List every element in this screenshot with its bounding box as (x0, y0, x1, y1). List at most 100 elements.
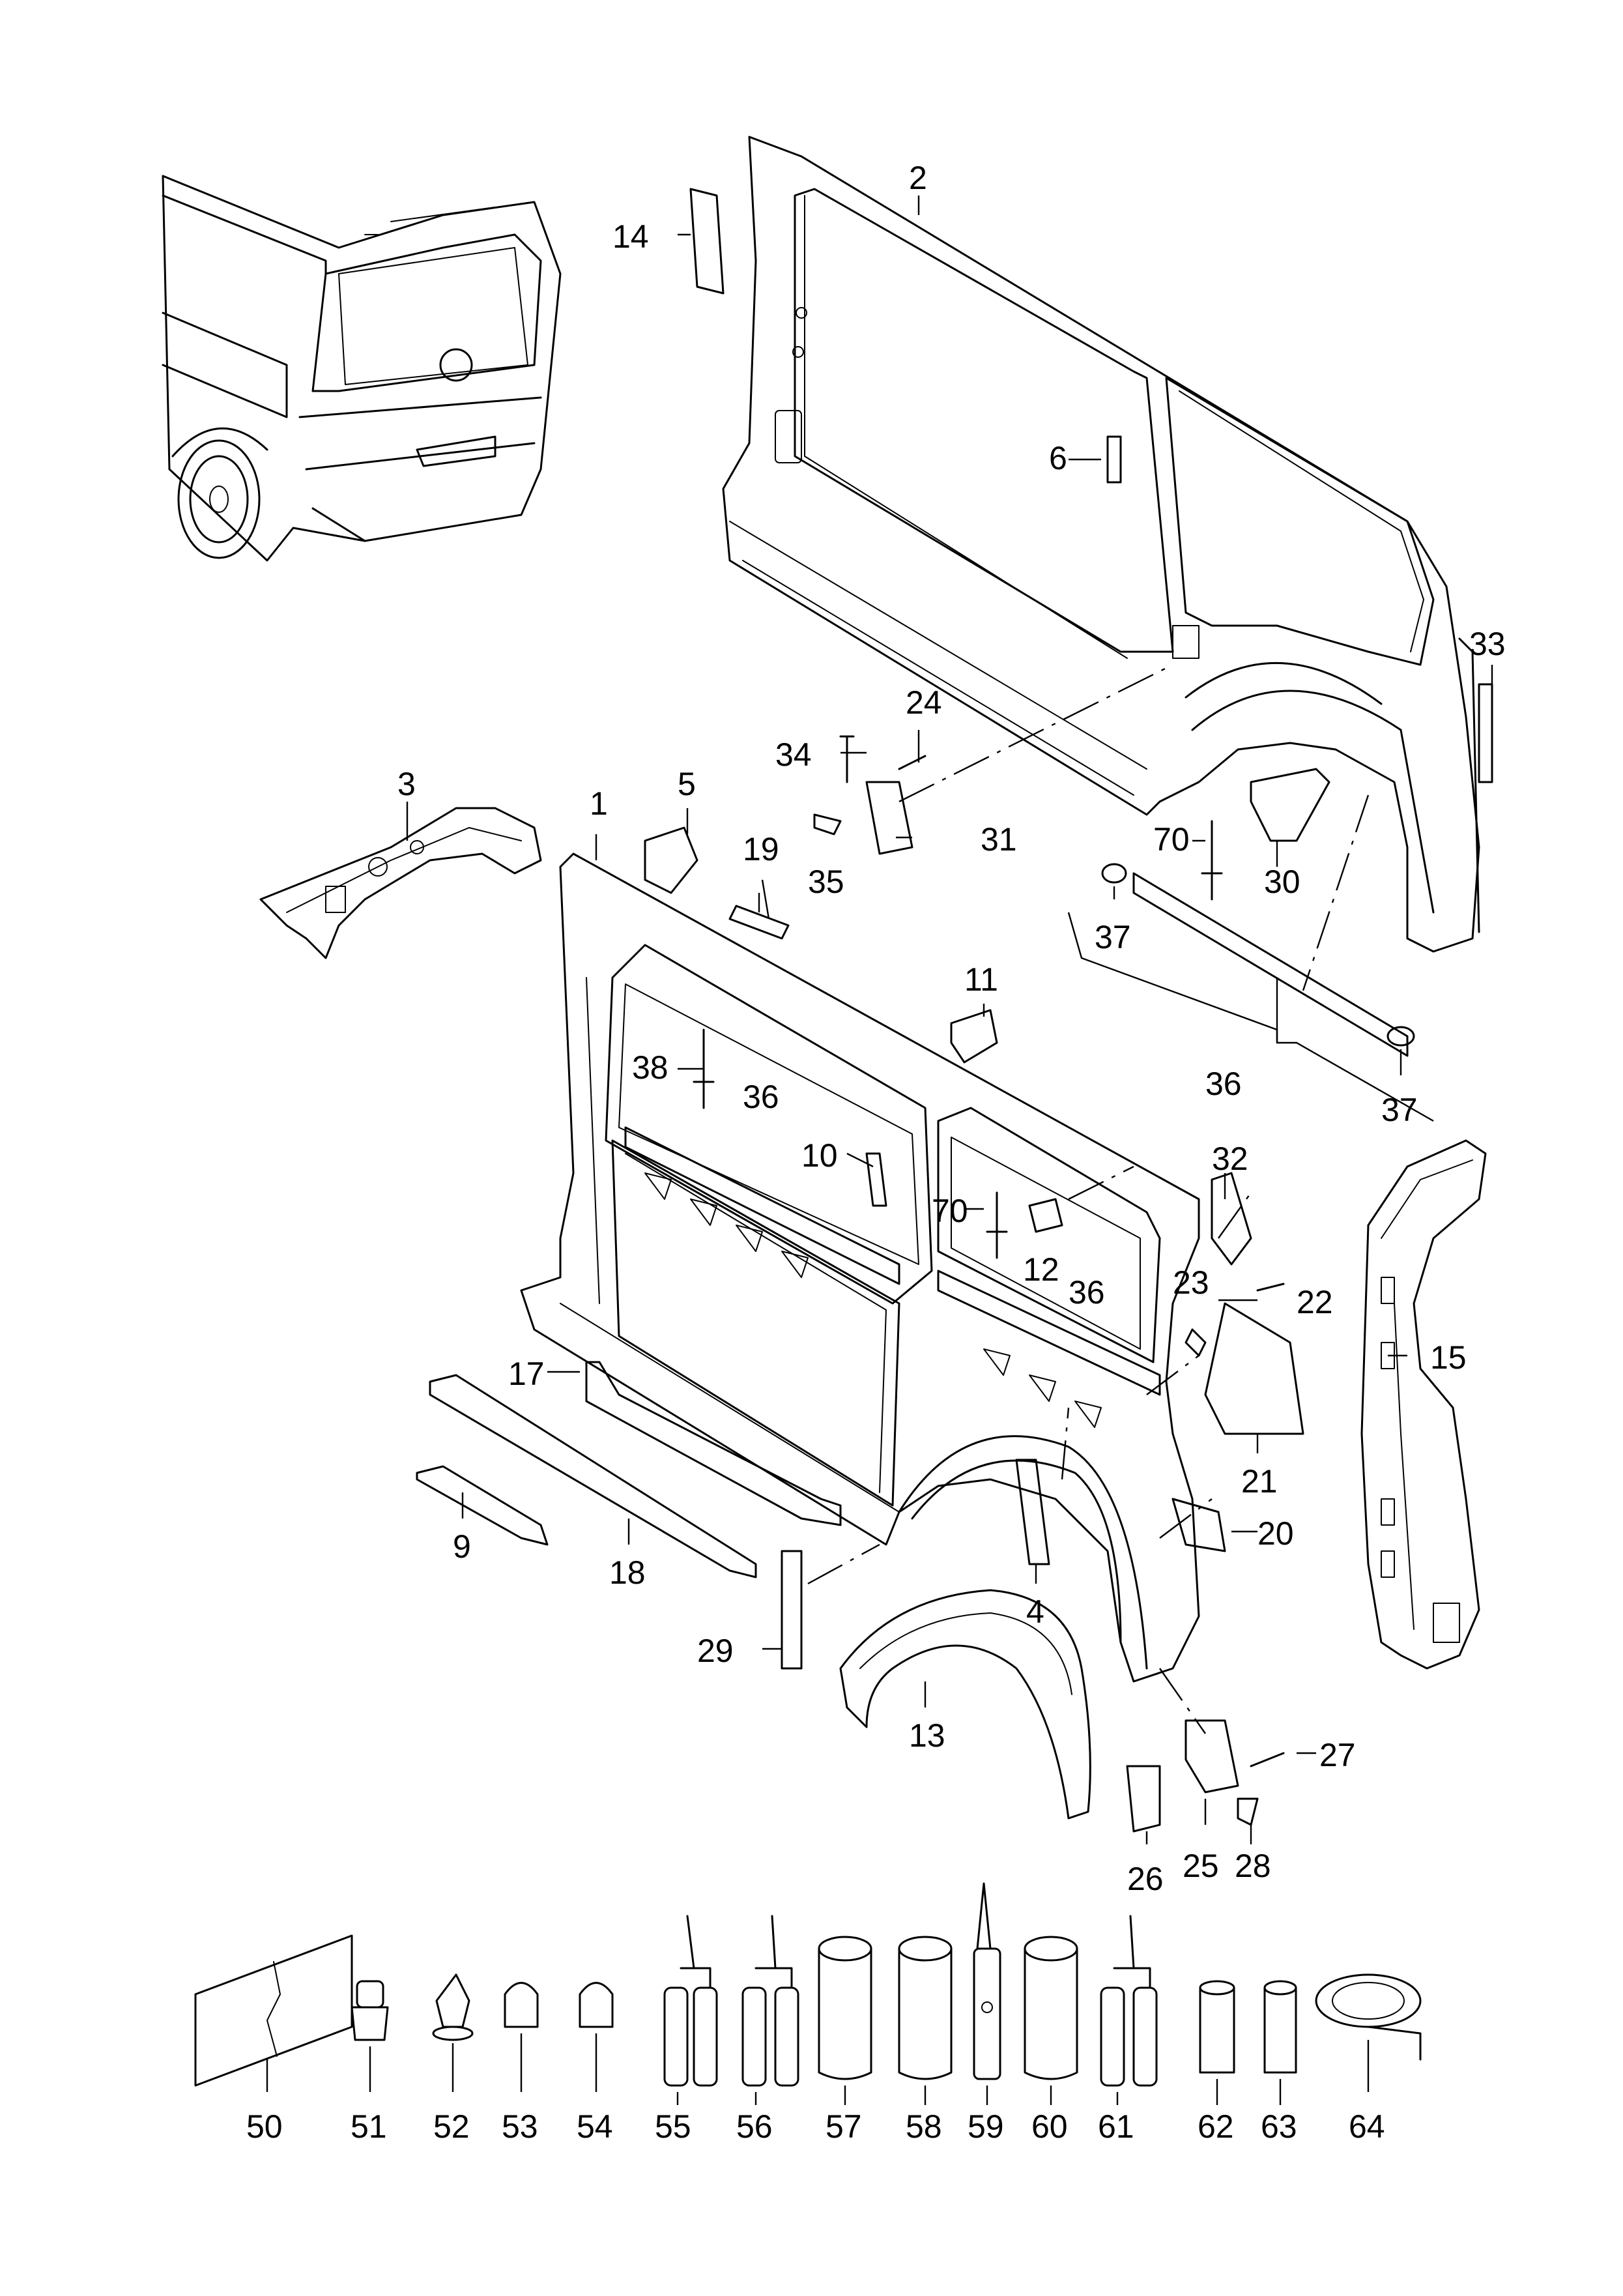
callout-24: 24 (906, 684, 942, 721)
callout-33: 33 (1469, 626, 1506, 662)
cap-nut-icon (579, 1982, 614, 2092)
clip-part-10 (865, 1152, 887, 1207)
callout-1: 1 (590, 785, 608, 822)
twin-cartridge-icon (663, 1915, 718, 2105)
small-can-icon (1263, 1980, 1297, 2105)
callout-38: 38 (632, 1049, 668, 1086)
callout-15: 15 (1430, 1339, 1467, 1376)
rivet-part-70-b (986, 1191, 1008, 1259)
callout-26: 26 (1127, 1861, 1164, 1897)
consumable-label-64: 64 (1349, 2108, 1385, 2145)
callout-37-a: 37 (1095, 919, 1131, 955)
cap-part-37-b (1386, 1026, 1415, 1047)
callout-3: 3 (397, 766, 416, 802)
bracket-part-20 (1171, 1498, 1226, 1552)
callout-20: 20 (1257, 1515, 1294, 1552)
outer-side-panel-part-2 (722, 136, 1480, 953)
small-can-icon (1199, 1980, 1235, 2105)
callout-18: 18 (609, 1554, 646, 1591)
callout-70-a: 70 (1153, 821, 1190, 858)
rail-36-right (937, 1270, 1161, 1396)
callout-23: 23 (1173, 1264, 1209, 1301)
cartridge-icon (818, 1936, 872, 2105)
cartridge-icon (1024, 1936, 1078, 2105)
consumable-label-61: 61 (1098, 2108, 1134, 2145)
consumable-label-54: 54 (577, 2108, 613, 2145)
rail-36-left (624, 1126, 900, 1285)
clip-part-12 (1028, 1198, 1063, 1233)
callout-36-right: 36 (1069, 1274, 1105, 1311)
callout-13: 13 (909, 1717, 945, 1754)
callout-35: 35 (808, 864, 844, 900)
clip-part-28 (1237, 1797, 1259, 1826)
consumable-label-59: 59 (968, 2108, 1004, 2145)
callout-11: 11 (964, 961, 998, 998)
consumable-label-63: 63 (1261, 2108, 1297, 2145)
callout-10: 10 (801, 1137, 838, 1174)
cap-part-37-a (1101, 863, 1127, 884)
screw-part-27 (1250, 1752, 1285, 1767)
callout-34: 34 (775, 736, 812, 773)
screw-part-24 (898, 755, 926, 770)
consumable-label-50: 50 (246, 2108, 283, 2145)
consumable-label-52: 52 (433, 2108, 470, 2145)
consumable-label-55: 55 (655, 2108, 691, 2145)
rivet-part-70-a (1201, 820, 1223, 901)
bracket-part-31 (865, 781, 913, 855)
bracket-part-26 (1126, 1765, 1161, 1833)
rear-pillar-part-15 (1360, 1139, 1487, 1670)
wheel-housing-part-13 (839, 1589, 1091, 1820)
vehicle-overview-illustration (162, 175, 562, 562)
bracket-part-4 (1015, 1459, 1050, 1565)
callout-9: 9 (453, 1528, 471, 1565)
callout-29: 29 (697, 1633, 734, 1669)
consumable-label-51: 51 (351, 2108, 387, 2145)
twin-cartridge-icon (741, 1915, 799, 2105)
callout-27: 27 (1319, 1737, 1356, 1773)
callout-31: 31 (981, 821, 1017, 858)
consumable-label-57: 57 (826, 2108, 862, 2145)
callout-22: 22 (1297, 1284, 1333, 1320)
bracket-part-25 (1185, 1719, 1239, 1794)
group-bracket-36 (1067, 912, 1434, 1122)
callout-6: 6 (1049, 440, 1067, 476)
consumable-label-60: 60 (1031, 2108, 1068, 2145)
bracket-part-32 (1211, 1172, 1252, 1266)
callout-30: 30 (1264, 864, 1300, 900)
callout-37-b: 37 (1381, 1092, 1418, 1128)
callout-12: 12 (1023, 1251, 1059, 1288)
clip-part-19 (728, 905, 790, 940)
bracket-part-11 (950, 1009, 998, 1064)
consumables-row: 50 51 52 53 54 55 56 57 58 59 60 61 62 6… (194, 1882, 1422, 2145)
callout-labels: 1 2 3 4 5 6 9 10 11 12 13 14 15 17 18 19… (397, 160, 1506, 1897)
nozzle-tube-icon (973, 1882, 1001, 2105)
twin-cartridge-icon (1100, 1915, 1158, 2105)
tape-roll-icon (1315, 1973, 1422, 2092)
clip-part-35 (813, 813, 842, 836)
cartridge-icon (898, 1936, 953, 2105)
trim-rails-36 (624, 872, 1409, 1396)
consumable-label-62: 62 (1198, 2108, 1234, 2145)
callout-25: 25 (1183, 1848, 1219, 1884)
sill-parts (416, 1361, 842, 1578)
rail-36-upper (1132, 872, 1409, 1057)
assembly-lines (761, 663, 1370, 1734)
bracket-part-14 (689, 188, 725, 295)
consumable-label-58: 58 (906, 2108, 942, 2145)
small-brackets (644, 188, 1493, 1833)
sill-part-18 (429, 1374, 757, 1578)
plug-clip-icon (432, 1973, 474, 2092)
roof-rail-part-3 (259, 807, 542, 959)
callout-5: 5 (678, 766, 696, 802)
callout-32: 32 (1212, 1141, 1248, 1177)
screw-part-34 (839, 735, 855, 783)
consumable-label-56: 56 (736, 2108, 773, 2145)
callout-21: 21 (1241, 1463, 1278, 1500)
consumable-label-53: 53 (502, 2108, 538, 2145)
bracket-part-30 (1250, 768, 1330, 842)
tape-strip-icon (194, 1934, 353, 2092)
callout-28: 28 (1235, 1848, 1271, 1884)
clip-part-23 (1185, 1328, 1207, 1357)
sill-part-9 (416, 1465, 549, 1546)
